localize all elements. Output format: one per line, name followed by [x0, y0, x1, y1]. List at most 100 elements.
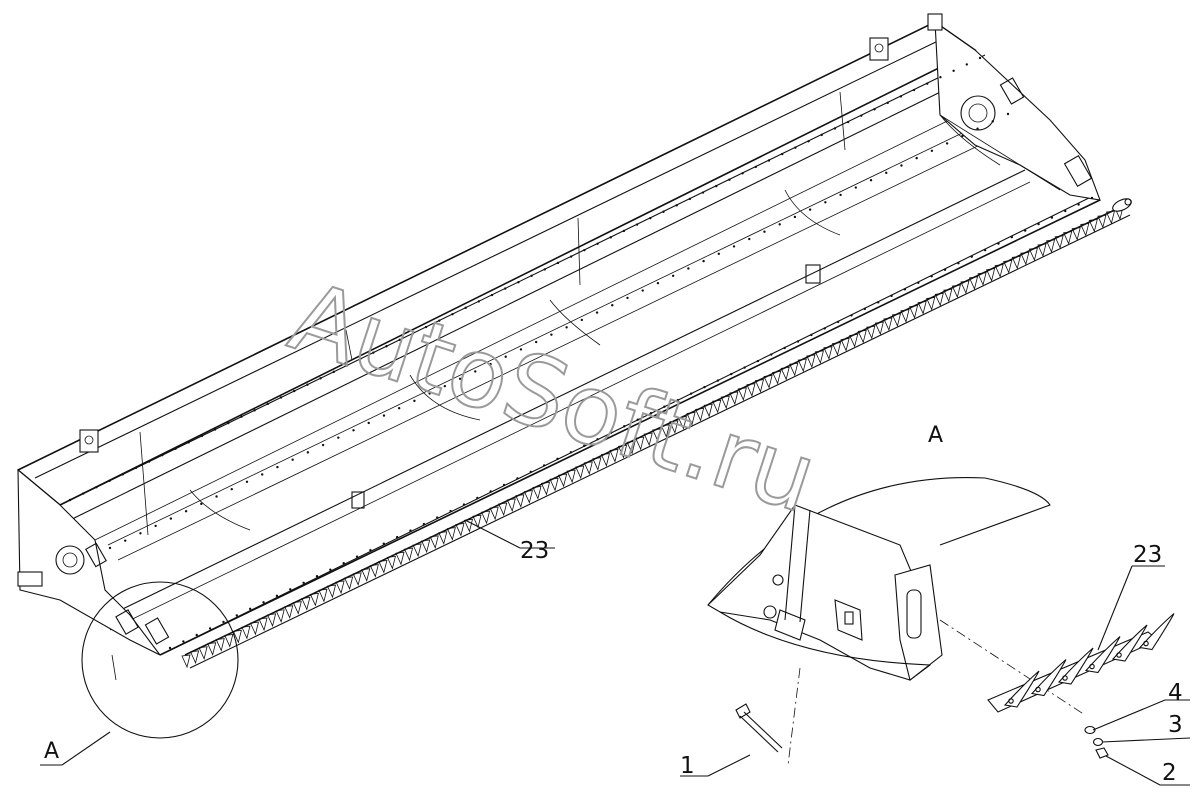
bolt-hole	[184, 510, 188, 513]
rivet	[1089, 663, 1095, 670]
sickle-tooth	[198, 646, 208, 660]
sickle-tooth	[866, 325, 876, 340]
bolt-hole	[436, 516, 439, 519]
bolt-hole	[636, 418, 639, 421]
sickle-tooth	[540, 481, 551, 496]
sickle-tooth	[403, 547, 414, 562]
bolt-hole	[1023, 229, 1027, 232]
bolt-hole	[372, 351, 375, 354]
sickle-tooth	[763, 375, 773, 389]
bolt-hole	[519, 348, 523, 351]
sickle-tooth	[874, 321, 884, 336]
sickle-tooth	[960, 280, 970, 295]
sickle-tooth	[421, 539, 431, 554]
bolt-hole	[169, 517, 173, 520]
bolt-hole	[583, 248, 586, 252]
bolt-hole	[248, 607, 252, 611]
bolt-hole	[808, 208, 812, 211]
rivet	[1143, 640, 1149, 647]
bolt-hole	[174, 447, 177, 450]
bolt-hole	[289, 588, 292, 591]
bolt-hole	[108, 479, 111, 482]
bolt-hole	[656, 281, 660, 285]
sickle-tooth	[489, 506, 499, 521]
bolt-hole	[854, 186, 857, 189]
bolt-hole	[978, 56, 982, 60]
sickle-tooth	[1011, 255, 1021, 270]
bolt-hole	[748, 237, 751, 241]
washer-part-4	[1084, 725, 1096, 735]
sickle-tooth	[806, 354, 816, 369]
bolt-hole	[873, 108, 876, 111]
sickle-tooth	[215, 638, 225, 652]
bolt-hole	[1064, 209, 1067, 213]
guard-finger	[1111, 624, 1148, 662]
bolt-hole	[200, 502, 203, 506]
bolt-hole	[885, 171, 888, 175]
bolt-hole	[227, 421, 230, 425]
cutter-bar	[181, 198, 1132, 669]
bolt-hole	[321, 443, 325, 447]
bolt-hole	[517, 281, 520, 284]
sickle-tooth	[1045, 239, 1056, 254]
sickle-tooth	[703, 403, 713, 418]
sickle-tooth	[506, 498, 516, 513]
bolt-hole	[253, 409, 256, 412]
bolt-hole	[1050, 216, 1054, 219]
sickle-tooth	[181, 654, 191, 669]
sickle-tooth	[378, 559, 388, 574]
bolt-hole	[332, 370, 335, 374]
sickle-tooth	[831, 342, 842, 356]
bolt-hole	[464, 306, 467, 310]
sickle-tooth	[232, 629, 242, 644]
bolt-hole	[200, 434, 204, 438]
detail-view-a: A	[707, 423, 1086, 766]
bolt-hole	[688, 197, 692, 201]
sickle-tooth	[652, 428, 662, 443]
bolt-hole	[397, 407, 401, 410]
view-a-label: A	[928, 423, 943, 448]
bolt-hole	[730, 372, 733, 376]
callout-1-label: 1	[680, 753, 695, 779]
sickle-tooth	[951, 284, 961, 299]
sickle-tooth	[549, 477, 559, 492]
sickle-tooth	[669, 420, 679, 434]
bolt-hole	[81, 492, 85, 495]
sickle-tooth	[335, 580, 345, 595]
sickle-tooth	[523, 490, 533, 504]
bolt-hole	[367, 421, 370, 425]
bolt-hole	[580, 318, 584, 322]
sickle-tooth	[592, 457, 602, 471]
sickle-tooth	[224, 633, 234, 648]
callout-23-main-label: 23	[520, 538, 549, 564]
bolt-hole	[997, 242, 1000, 245]
bolt-hole	[230, 487, 233, 491]
bolt-hole	[836, 320, 840, 324]
bolt-hole	[168, 646, 172, 650]
bolt-hole	[965, 63, 969, 66]
sickle-tooth	[352, 572, 362, 587]
bolt-hole	[649, 412, 653, 415]
sickle-tooth	[977, 272, 987, 286]
sickle-tooth	[480, 510, 491, 525]
sickle-tooth	[626, 440, 636, 455]
sickle-tooth	[789, 362, 799, 377]
sickle-tooth	[635, 436, 645, 451]
bolt-hole	[556, 457, 559, 461]
bolt-hole	[716, 379, 720, 382]
sickle-tooth	[429, 535, 439, 550]
sickle-tooth	[301, 596, 311, 611]
bolt-hole	[846, 120, 850, 124]
bolt-hole	[490, 293, 494, 297]
bolt-hole	[850, 314, 853, 317]
bolt-hole	[385, 345, 388, 348]
callout-4-label: 4	[1168, 680, 1183, 706]
sickle-tooth	[994, 264, 1004, 278]
bolt-hole	[369, 548, 372, 552]
bolt-hole	[235, 614, 239, 617]
bolt-hole	[279, 396, 283, 399]
bolt-hole	[823, 327, 826, 330]
bolt-hole	[291, 458, 294, 461]
sickle-tooth	[1020, 251, 1030, 266]
